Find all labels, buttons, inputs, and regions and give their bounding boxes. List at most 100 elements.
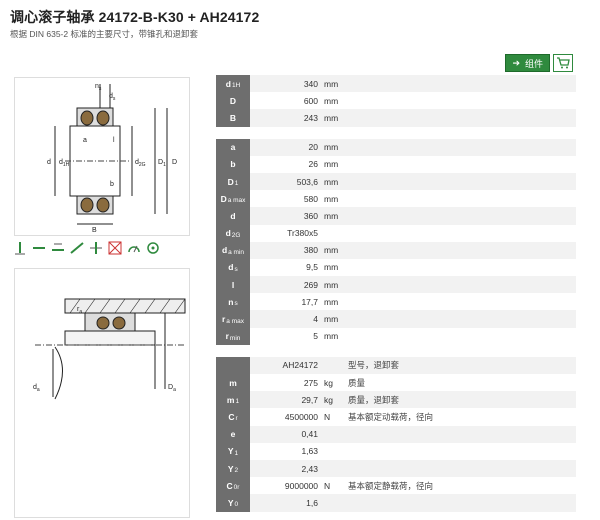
table-row: l 269 mm — [216, 276, 576, 294]
table-group-separator — [216, 345, 576, 357]
speed-icon — [126, 240, 142, 256]
parameter-symbol: m — [216, 374, 250, 392]
parameter-value: 20 — [308, 142, 318, 153]
parameter-unit: mm — [324, 176, 339, 187]
component-button[interactable]: ➔ 组件 — [505, 54, 550, 72]
page-subtitle: 根据 DIN 635-2 标准的主要尺寸，带锥孔和退卸套 — [10, 29, 198, 39]
parameter-value: 269 — [303, 279, 318, 290]
parameter-unit: mm — [324, 142, 339, 153]
label-B: B — [92, 227, 97, 234]
label-l: l — [113, 137, 115, 144]
parameter-unit: mm — [324, 112, 339, 123]
parameter-value: Tr380x5 — [287, 228, 318, 239]
parameter-unit: mm — [324, 193, 339, 204]
parameter-description: 基本额定静载荷，径向 — [348, 480, 434, 491]
label-ns: ns — [95, 83, 102, 92]
mounting-drawing-panel: ra da Da — [14, 268, 190, 518]
parameter-value: 1,63 — [301, 446, 318, 457]
parameter-value: 17,7 — [301, 296, 318, 307]
component-button-label: 组件 — [524, 58, 543, 69]
table-row: e 0,41 — [216, 425, 576, 443]
toolbar: ➔ 组件 — [505, 54, 573, 72]
parameter-unit: mm — [324, 262, 339, 273]
label-ra: ra — [77, 306, 82, 315]
parameter-symbol: e — [216, 425, 250, 443]
label-d: d — [47, 159, 51, 166]
parameter-unit: mm — [324, 210, 339, 221]
parameter-unit: mm — [324, 95, 339, 106]
label-ds: ds — [109, 93, 116, 102]
parameter-value: 600 — [303, 95, 318, 106]
parameter-value: 1,6 — [306, 497, 318, 508]
parameter-unit: kg — [324, 377, 333, 388]
parameter-value: 5 — [313, 331, 318, 342]
parameter-value: 360 — [303, 210, 318, 221]
lubrication-icon — [145, 240, 161, 256]
label-a: a — [83, 137, 87, 144]
label-D1: D1 — [158, 159, 166, 168]
parameter-value: 0,41 — [301, 429, 318, 440]
bearing-cross-section-drawing: ns ds a l d d1H d2G D1 D b B — [47, 83, 177, 234]
parameter-symbol: l — [216, 276, 250, 294]
parameter-value: 9,5 — [306, 262, 318, 273]
parameter-unit: mm — [324, 245, 339, 256]
table-group-separator — [216, 127, 576, 139]
parameter-value: 380 — [303, 245, 318, 256]
seal-icon — [107, 240, 123, 256]
label-b: b — [110, 181, 114, 188]
parameter-value: 2,43 — [301, 463, 318, 474]
label-d2g: d2G — [135, 159, 146, 168]
parameter-unit: mm — [324, 159, 339, 170]
label-da: da — [33, 384, 40, 393]
parameter-unit: mm — [324, 279, 339, 290]
parameter-value: 26 — [308, 159, 318, 170]
cart-button[interactable] — [553, 54, 573, 72]
parameter-unit: kg — [324, 394, 333, 405]
parameter-symbol: b — [216, 155, 250, 173]
tilt-icon — [69, 240, 85, 256]
parameter-value: 4 — [313, 314, 318, 325]
mounting-dimensions-drawing: ra da Da — [33, 298, 186, 400]
parameter-symbol: d — [216, 207, 250, 225]
parameter-value: 4500000 — [284, 411, 318, 422]
parameter-value: 275 — [303, 377, 318, 388]
parameter-value: 503,6 — [296, 176, 318, 187]
parameter-description: 型号，退卸套 — [348, 360, 400, 371]
parameter-value: 580 — [303, 193, 318, 204]
cart-icon — [557, 57, 570, 69]
parameter-value: 340 — [303, 78, 318, 89]
misalignment-icon — [88, 240, 104, 256]
page-title: 调心滚子轴承 24172-B-K30 + AH24172 — [10, 9, 260, 25]
label-Da: Da — [168, 384, 176, 393]
